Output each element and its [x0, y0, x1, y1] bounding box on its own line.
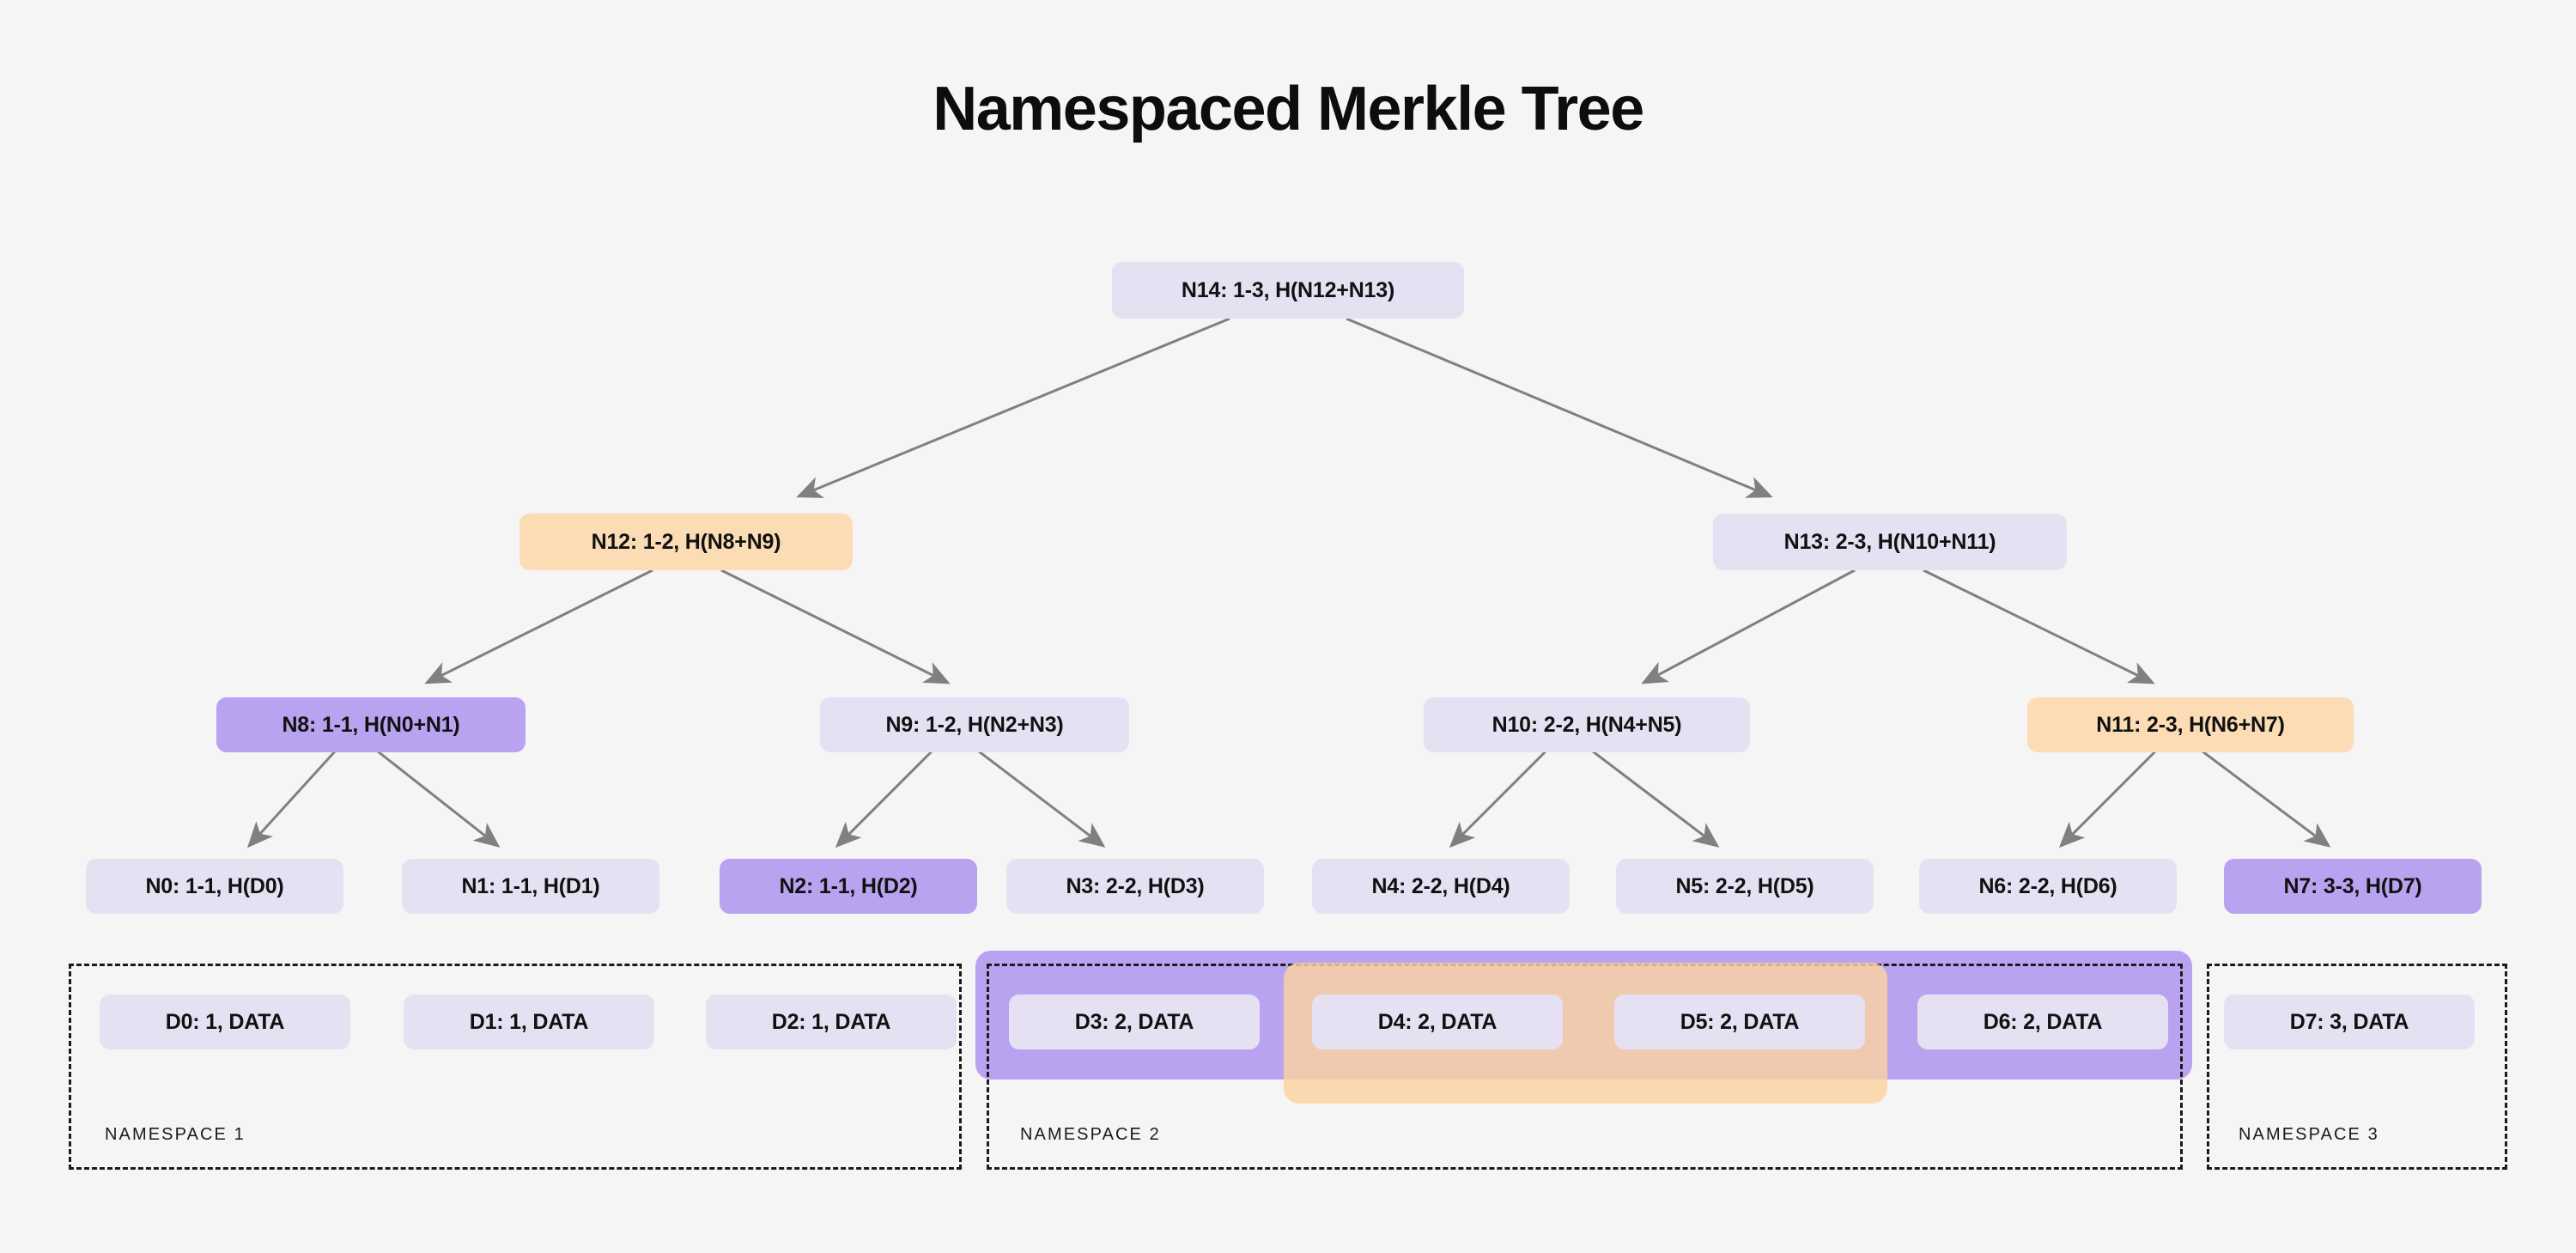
- edge-n13-n10: [1641, 569, 1856, 684]
- tree-node-n14-label: N14: 1-3, H(N12+N13): [1181, 277, 1395, 302]
- edge-n10-n4: [1449, 750, 1547, 849]
- edge-n9-n3: [978, 750, 1106, 848]
- tree-leaf-n2-label: N2: 1-1, H(D2): [779, 873, 918, 898]
- namespace-label-3: NAMESPACE 3: [2239, 1125, 2379, 1144]
- tree-node-n14[interactable]: N14: 1-3, H(N12+N13): [1112, 262, 1464, 319]
- tree-leaf-n5-label: N5: 2-2, H(D5): [1675, 873, 1814, 898]
- tree-leaf-n6[interactable]: N6: 2-2, H(D6): [1919, 859, 2177, 914]
- edge-n14-n13: [1346, 317, 1773, 498]
- tree-node-n12-label: N12: 1-2, H(N8+N9): [591, 529, 781, 554]
- tree-node-n12[interactable]: N12: 1-2, H(N8+N9): [519, 514, 853, 570]
- data-chip-d1-label: D1: 1, DATA: [469, 1009, 589, 1034]
- data-chip-d3-label: D3: 2, DATA: [1074, 1009, 1194, 1034]
- namespace-box-3: [2207, 964, 2507, 1170]
- edge-n13-n11: [1923, 569, 2155, 684]
- tree-leaf-n0-label: N0: 1-1, H(D0): [145, 873, 284, 898]
- tree-leaf-n3-label: N3: 2-2, H(D3): [1066, 873, 1205, 898]
- data-chip-d6[interactable]: D6: 2, DATA: [1917, 994, 2168, 1049]
- tree-leaf-n7-label: N7: 3-3, H(D7): [2283, 873, 2422, 898]
- tree-leaf-n1-label: N1: 1-1, H(D1): [461, 873, 600, 898]
- data-chip-d1[interactable]: D1: 1, DATA: [404, 994, 654, 1049]
- tree-node-n8-label: N8: 1-1, H(N0+N1): [282, 712, 460, 737]
- data-chip-d0-label: D0: 1, DATA: [165, 1009, 285, 1034]
- tree-leaf-n6-label: N6: 2-2, H(D6): [1978, 873, 2117, 898]
- tree-leaf-n4-label: N4: 2-2, H(D4): [1371, 873, 1510, 898]
- namespace-label-2: NAMESPACE 2: [1020, 1125, 1161, 1144]
- edge-n12-n8: [424, 569, 653, 684]
- tree-node-n10-label: N10: 2-2, H(N4+N5): [1492, 712, 1682, 737]
- page-title: Namespaced Merkle Tree: [933, 75, 1644, 143]
- tree-node-n13[interactable]: N13: 2-3, H(N10+N11): [1713, 514, 2067, 570]
- tree-leaf-n1[interactable]: N1: 1-1, H(D1): [402, 859, 659, 914]
- namespace-label-1: NAMESPACE 1: [105, 1125, 246, 1144]
- data-chip-d7-label: D7: 3, DATA: [2289, 1009, 2409, 1034]
- edge-n8-n0: [246, 750, 337, 849]
- tree-leaf-n2[interactable]: N2: 1-1, H(D2): [720, 859, 977, 914]
- tree-node-n10[interactable]: N10: 2-2, H(N4+N5): [1424, 697, 1750, 752]
- tree-node-n13-label: N13: 2-3, H(N10+N11): [1783, 529, 1996, 554]
- edge-n14-n12: [796, 317, 1230, 498]
- edge-n8-n1: [377, 750, 501, 848]
- tree-node-n9[interactable]: N9: 1-2, H(N2+N3): [820, 697, 1129, 752]
- data-chip-d4[interactable]: D4: 2, DATA: [1312, 994, 1563, 1049]
- data-chip-d7[interactable]: D7: 3, DATA: [2224, 994, 2475, 1049]
- tree-leaf-n7[interactable]: N7: 3-3, H(D7): [2224, 859, 2482, 914]
- tree-leaf-n3[interactable]: N3: 2-2, H(D3): [1006, 859, 1264, 914]
- tree-node-n9-label: N9: 1-2, H(N2+N3): [885, 712, 1064, 737]
- namespace-box-1: [69, 964, 962, 1170]
- data-chip-d0[interactable]: D0: 1, DATA: [100, 994, 350, 1049]
- data-chip-d5-label: D5: 2, DATA: [1680, 1009, 1800, 1034]
- edge-n11-n7: [2202, 750, 2331, 848]
- edge-n9-n2: [835, 750, 933, 849]
- tree-node-n11[interactable]: N11: 2-3, H(N6+N7): [2027, 697, 2354, 752]
- tree-leaf-n4[interactable]: N4: 2-2, H(D4): [1312, 859, 1570, 914]
- edge-n12-n9: [720, 569, 951, 684]
- data-chip-d2[interactable]: D2: 1, DATA: [706, 994, 957, 1049]
- tree-node-n8[interactable]: N8: 1-1, H(N0+N1): [216, 697, 526, 752]
- data-chip-d4-label: D4: 2, DATA: [1377, 1009, 1498, 1034]
- data-chip-d6-label: D6: 2, DATA: [1983, 1009, 2103, 1034]
- data-chip-d5[interactable]: D5: 2, DATA: [1614, 994, 1865, 1049]
- data-chip-d3[interactable]: D3: 2, DATA: [1009, 994, 1260, 1049]
- edge-n11-n6: [2058, 750, 2157, 849]
- data-chip-d2-label: D2: 1, DATA: [771, 1009, 891, 1034]
- tree-leaf-n0[interactable]: N0: 1-1, H(D0): [86, 859, 343, 914]
- tree-node-n11-label: N11: 2-3, H(N6+N7): [2096, 712, 2285, 737]
- tree-leaf-n5[interactable]: N5: 2-2, H(D5): [1616, 859, 1874, 914]
- edge-n10-n5: [1592, 750, 1720, 848]
